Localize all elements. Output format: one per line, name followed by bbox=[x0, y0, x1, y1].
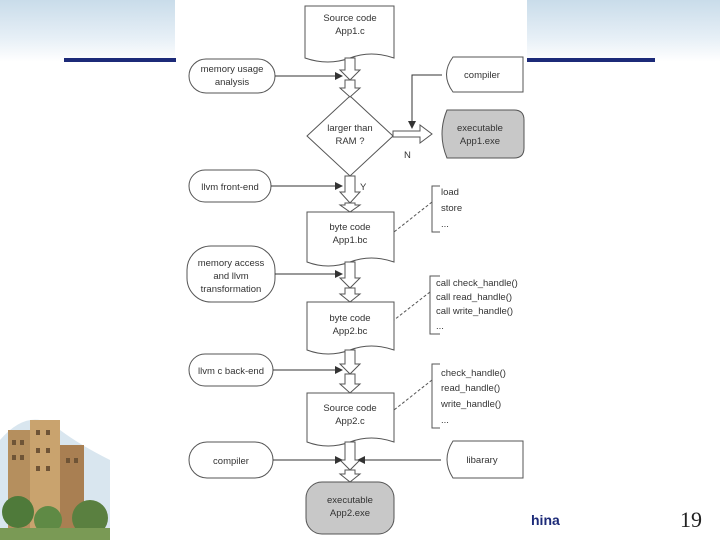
source-code-app2-line2: App2.c bbox=[335, 416, 365, 427]
flow-arrows bbox=[338, 57, 433, 483]
connector-lines bbox=[271, 72, 442, 464]
header-rule-left bbox=[64, 58, 176, 62]
header-rule-right bbox=[527, 58, 655, 62]
compiler-top-label: compiler bbox=[464, 70, 500, 81]
note-handles-bracket bbox=[431, 363, 440, 429]
executable-app2-line1: executable bbox=[327, 495, 373, 506]
bytecode-app1-line2: App1.bc bbox=[333, 235, 368, 246]
bytecode-app2-line1: byte code bbox=[329, 313, 370, 324]
library-label: libarary bbox=[466, 455, 497, 466]
executable-app1-line1: executable bbox=[457, 123, 503, 134]
source-code-app1-line1: Source code bbox=[323, 13, 376, 24]
llvm-c-back-end-label: llvm c back-end bbox=[198, 366, 264, 377]
note-load-store-bracket bbox=[431, 185, 440, 233]
executable-app2-line2: App2.exe bbox=[330, 508, 370, 519]
note-3-line4: ... bbox=[441, 415, 449, 426]
note-2-line3: call write_handle() bbox=[436, 306, 513, 317]
note-2-line4: ... bbox=[436, 321, 444, 332]
memory-access-line2: and llvm bbox=[213, 271, 248, 282]
bytecode-app2-line2: App2.bc bbox=[333, 326, 368, 337]
memory-access-line1: memory access bbox=[198, 258, 265, 269]
executable-app1-node bbox=[441, 109, 525, 159]
note-2-line1: call check_handle() bbox=[436, 278, 518, 289]
compiler-top-node bbox=[446, 56, 524, 93]
memory-access-line3: transformation bbox=[201, 284, 262, 295]
compiler-bottom-label: compiler bbox=[213, 456, 249, 467]
page-number: 19 bbox=[680, 507, 702, 532]
bytecode-app1-line1: byte code bbox=[329, 222, 370, 233]
footer-text: hina bbox=[531, 512, 560, 528]
decision-line2: RAM ? bbox=[335, 136, 364, 147]
library-node bbox=[446, 440, 524, 479]
source-code-app2-line1: Source code bbox=[323, 403, 376, 414]
flowchart-svg: Source code App1.c memory usage analysis… bbox=[186, 5, 525, 535]
note-3-line2: read_handle() bbox=[441, 383, 500, 394]
note-3-line3: write_handle() bbox=[440, 399, 501, 410]
yes-branch-label: Y bbox=[360, 182, 367, 193]
memory-usage-analysis-line1: memory usage bbox=[201, 64, 264, 75]
note-3-line1: check_handle() bbox=[441, 368, 506, 379]
header-background-left bbox=[0, 0, 175, 62]
campus-building-image bbox=[0, 400, 110, 540]
source-code-app1-line2: App1.c bbox=[335, 26, 365, 37]
memory-usage-analysis-line2: analysis bbox=[215, 77, 250, 88]
flowchart-diagram: Source code App1.c memory usage analysis… bbox=[176, 0, 527, 540]
header-background-right bbox=[527, 0, 720, 62]
llvm-front-end-label: llvm front-end bbox=[201, 182, 259, 193]
no-branch-label: N bbox=[404, 150, 411, 161]
note-call-handles-bracket bbox=[429, 275, 440, 335]
note-2-line2: call read_handle() bbox=[436, 292, 512, 303]
decision-line1: larger than bbox=[327, 123, 372, 134]
note-1-line1: load bbox=[441, 187, 459, 198]
executable-app1-line2: App1.exe bbox=[460, 136, 500, 147]
note-1-line2: store bbox=[441, 203, 462, 214]
note-1-line3: ... bbox=[441, 219, 449, 230]
